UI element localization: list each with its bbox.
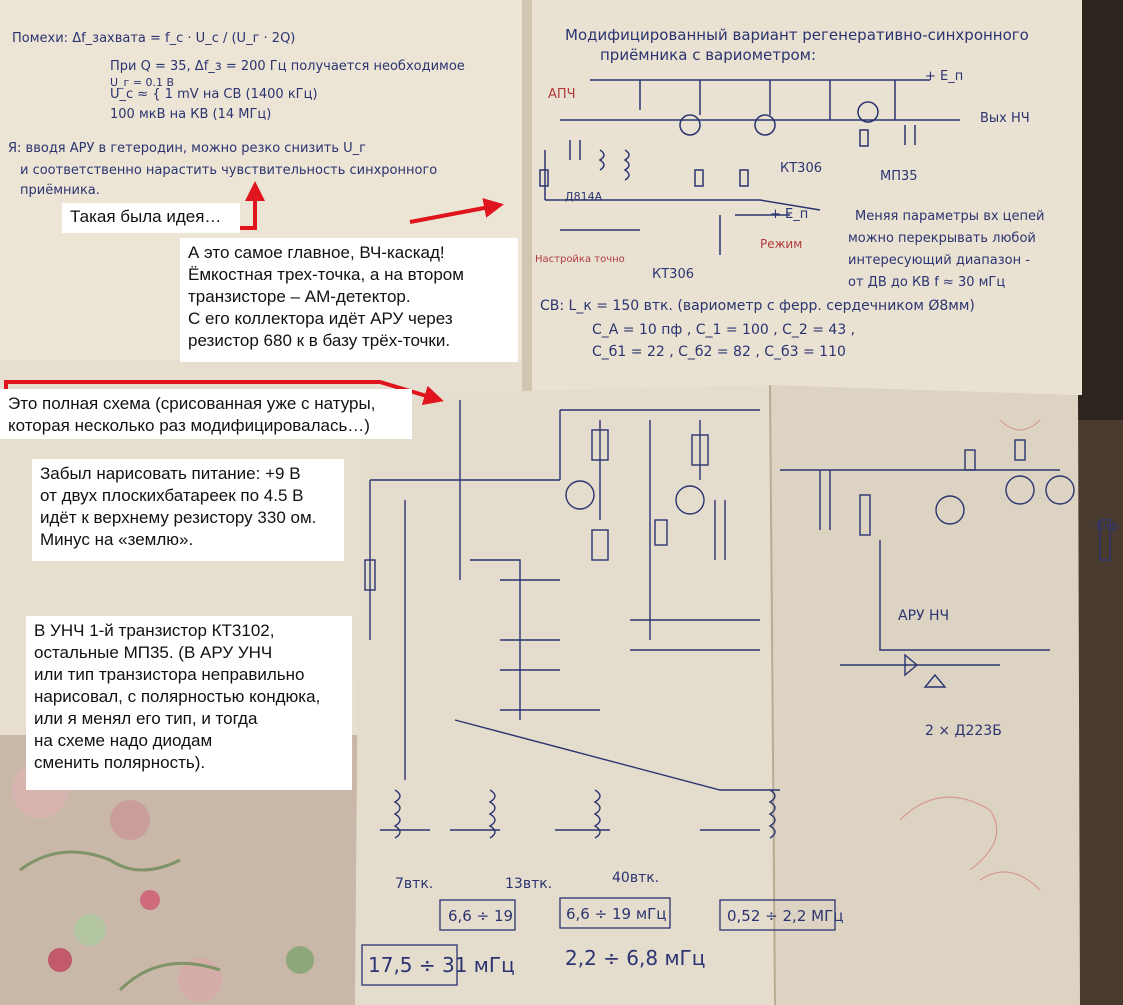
- band-labels: 6,6 ÷ 19 6,6 ÷ 19 мГц 0,52 ÷ 2,2 МГц 17,…: [361, 897, 843, 986]
- hw-sv3: C_б1 = 22 , C_б2 = 82 , C_б3 = 110: [592, 344, 846, 360]
- hw-out: Вых НЧ: [980, 111, 1030, 126]
- hw-kt306-b: КТ306: [652, 267, 694, 282]
- hw-line1: Помехи: Δf_захвата = f_c · U_c / (U_г · …: [12, 31, 295, 46]
- callout-power: Забыл нарисовать питание: +9 В от двух п…: [32, 459, 344, 561]
- callout-rf-stage: А это самое главное, ВЧ-каскад! Ёмкостна…: [180, 238, 518, 362]
- red-pencil-marks: [899, 419, 1041, 891]
- right-notebook-page: [522, 0, 1082, 395]
- hw-line8: приёмника.: [20, 183, 100, 198]
- hw-line2: При Q = 35, Δf_з = 200 Гц получается нео…: [110, 59, 465, 74]
- hw-mode: Режим: [760, 237, 802, 251]
- callout-unch: В УНЧ 1-й транзистор КТ3102, остальные М…: [26, 616, 352, 790]
- hw-band4: 17,5 ÷ 31 мГц: [368, 953, 515, 977]
- callout-full-schema: Это полная схема (срисованная уже с нату…: [0, 389, 412, 439]
- hw-line3: U_г = 0.1 В: [110, 76, 174, 89]
- hw-setting: Настройка точно: [535, 254, 625, 265]
- left-notebook-page: [0, 0, 525, 735]
- full-receiver-schematic: [364, 400, 1111, 839]
- hw-d814: Д814А: [565, 190, 603, 203]
- hw-title2: приёмника с вариометром:: [600, 46, 816, 64]
- hw-tlf: Тлф: [1094, 520, 1118, 533]
- hw-apch: АПЧ: [548, 87, 576, 102]
- hw-mp35: МП35: [880, 169, 918, 184]
- hw-plus-e: + Е_п: [925, 69, 963, 84]
- hw-note4: от ДВ до КВ f ≈ 30 мГц: [848, 275, 1005, 290]
- hw-sv2: C_А = 10 пф , C_1 = 100 , C_2 = 43 ,: [592, 322, 855, 338]
- hw-note3: интересующий диапазон -: [848, 253, 1030, 268]
- hw-aru-nch: АРУ НЧ: [898, 608, 949, 624]
- hw-line5: 100 мкВ на КВ (14 МГц): [110, 107, 271, 122]
- hw-kt306-a: КТ306: [780, 161, 822, 176]
- hw-note1: Меняя параметры вх цепей: [855, 209, 1044, 224]
- hw-title1: Модифицированный вариант регенеративно-с…: [565, 26, 1029, 44]
- hw-turns1: 7втк.: [395, 876, 433, 892]
- hw-turns3: 40втк.: [612, 870, 659, 886]
- hw-line7: и соответственно нарастить чувствительно…: [20, 163, 437, 178]
- callout-idea: Такая была идея…: [62, 203, 240, 233]
- hw-band5: 2,2 ÷ 6,8 мГц: [565, 946, 705, 970]
- hw-band3: 0,52 ÷ 2,2 МГц: [727, 907, 843, 925]
- hw-band2: 6,6 ÷ 19 мГц: [566, 905, 667, 923]
- hw-diodes: 2 × Д223Б: [925, 723, 1002, 739]
- rf-stage-schematic: [539, 79, 960, 255]
- hw-sv1: СВ: L_к = 150 втк. (вариометр с ферр. се…: [540, 298, 975, 314]
- hw-note2: можно перекрывать любой: [848, 231, 1036, 246]
- hw-turns2: 13втк.: [505, 876, 552, 892]
- hw-band1: 6,6 ÷ 19: [448, 907, 513, 925]
- hw-line6: Я: вводя АРУ в гетеродин, можно резко сн…: [8, 141, 366, 156]
- hw-line4: U_c ≈ { 1 mV на СВ (1400 кГц): [110, 87, 318, 102]
